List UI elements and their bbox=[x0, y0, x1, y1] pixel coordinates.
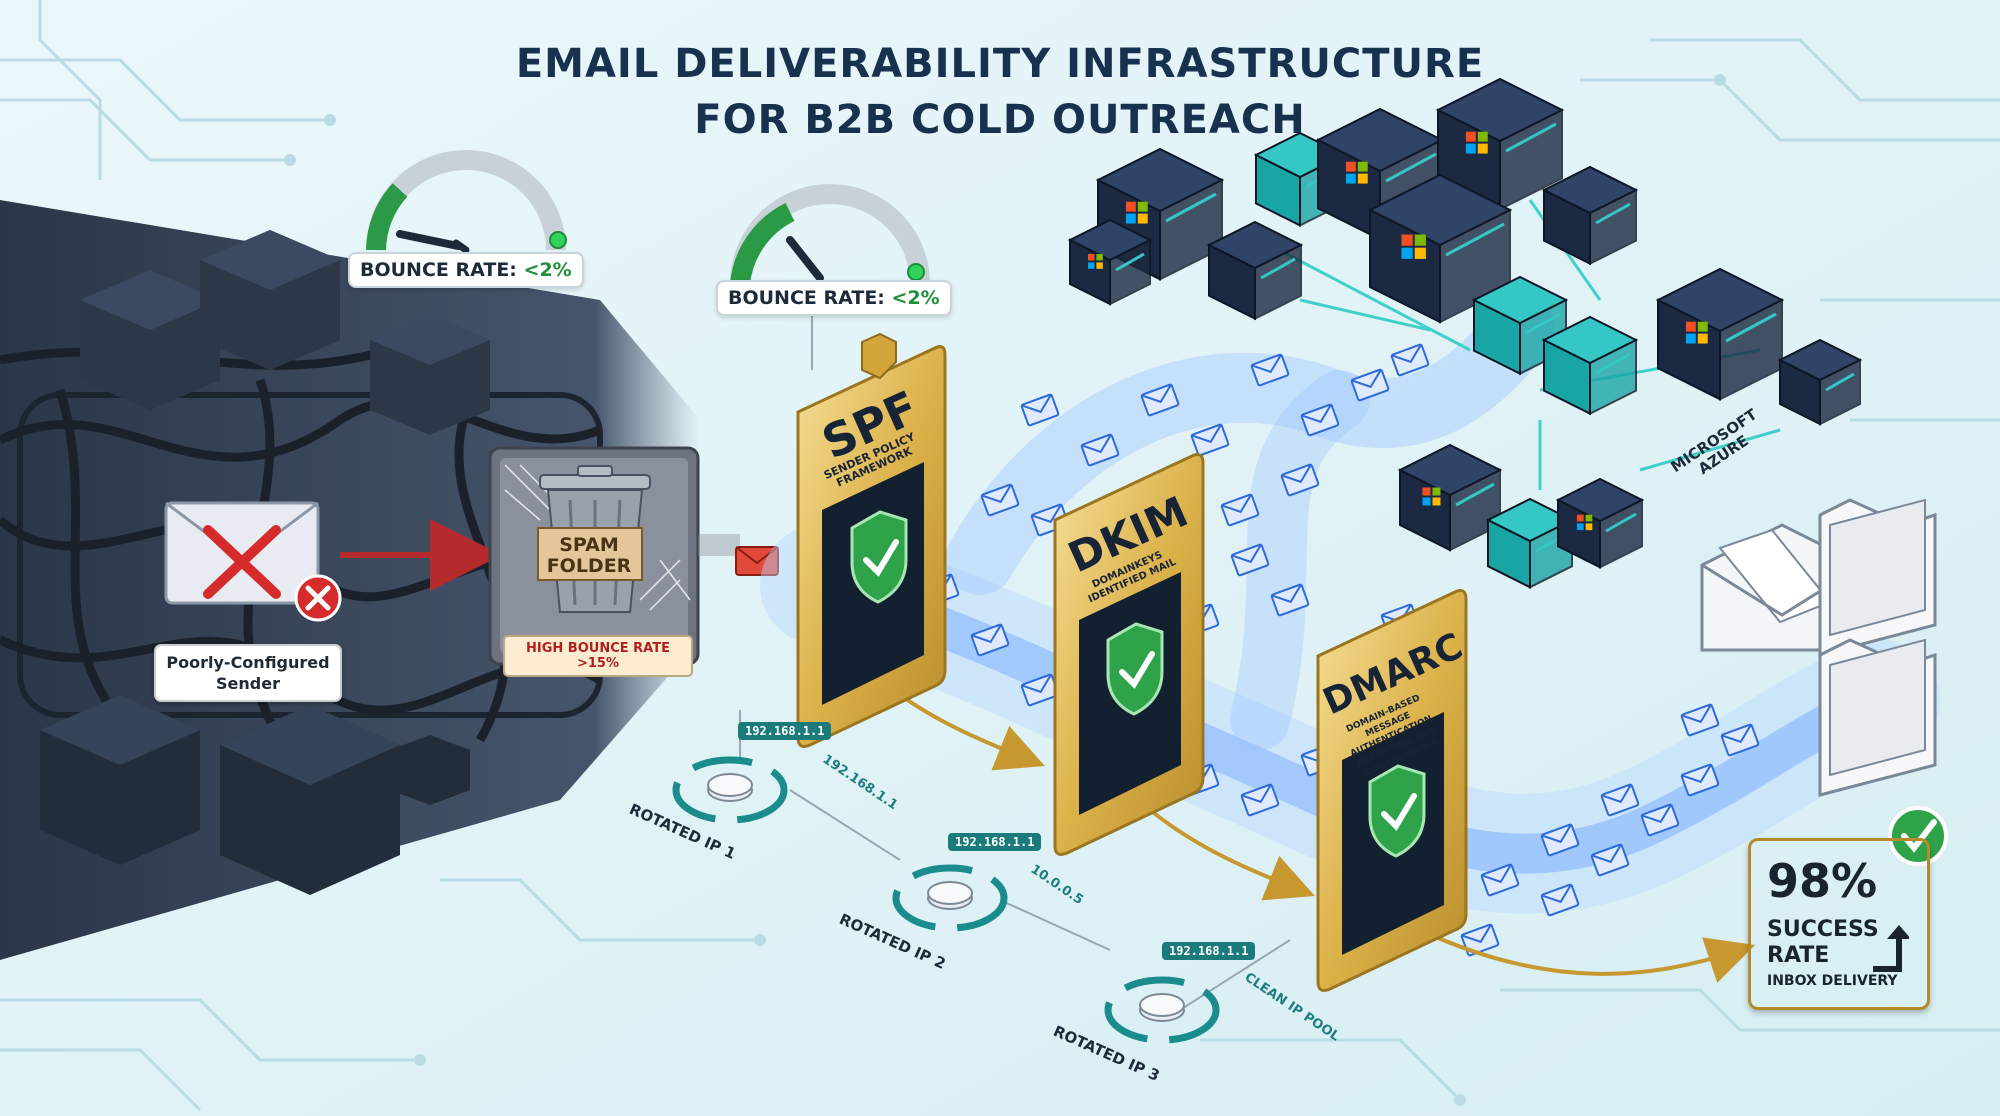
ip-tag-3: 192.168.1.1 bbox=[1162, 942, 1256, 960]
folder-stack-icon bbox=[1818, 498, 1937, 657]
flow-envelope-icon bbox=[1280, 463, 1320, 497]
bounce-rate-label: BOUNCE RATE: bbox=[728, 287, 885, 309]
azure-server bbox=[1206, 220, 1304, 321]
flow-envelope-icon bbox=[1020, 393, 1060, 427]
flow-envelope-icon bbox=[1600, 783, 1640, 817]
title-line-2: FOR B2B COLD OUTREACH bbox=[694, 97, 1306, 143]
azure-server bbox=[1655, 267, 1785, 401]
up-arrow-icon bbox=[1873, 925, 1909, 972]
windows-logo-icon bbox=[1125, 201, 1148, 224]
bounce-gauge-1 bbox=[366, 150, 567, 254]
flow-envelope-icon bbox=[980, 483, 1020, 517]
high-bounce-label: HIGH BOUNCE RATE >15% bbox=[503, 635, 693, 677]
ip-tag-2: 192.168.1.1 bbox=[948, 833, 1042, 851]
windows-logo-icon bbox=[1345, 161, 1368, 184]
azure-server bbox=[1541, 315, 1639, 416]
flow-envelope-icon bbox=[1460, 923, 1500, 957]
flow-envelope-icon bbox=[1230, 543, 1270, 577]
flow-envelope-icon bbox=[1590, 843, 1630, 877]
azure-server bbox=[1315, 107, 1445, 241]
flow-envelope-icon bbox=[1300, 403, 1340, 437]
shield-check-icon bbox=[850, 510, 908, 604]
success-rate-card: 98% SUCCESS RATE INBOX DELIVERY bbox=[1748, 838, 1930, 1010]
success-label-line-1: SUCCESS bbox=[1767, 917, 1879, 942]
windows-logo-icon bbox=[1685, 321, 1708, 344]
flow-envelope-icon bbox=[1220, 493, 1260, 527]
flow-envelope-icon bbox=[1680, 763, 1720, 797]
spam-folder-label: SPAM FOLDER bbox=[546, 534, 632, 577]
flow-envelope-icon bbox=[1240, 783, 1280, 817]
flow-envelope-icon bbox=[970, 623, 1010, 657]
bounce-rate-badge-1: BOUNCE RATE: <2% bbox=[348, 252, 584, 288]
flow-envelope-icon bbox=[1270, 583, 1310, 617]
azure-server bbox=[1367, 173, 1513, 324]
circuit-nodes bbox=[284, 74, 1726, 1106]
red-envelope-icon bbox=[698, 534, 779, 576]
windows-logo-icon bbox=[1088, 254, 1103, 269]
azure-servers bbox=[1067, 77, 1863, 589]
success-label: SUCCESS RATE bbox=[1767, 917, 1879, 969]
windows-logo-icon bbox=[1422, 487, 1441, 506]
ip-rotation-rings bbox=[672, 756, 1220, 1044]
sender-label: Poorly-Configured Sender bbox=[154, 644, 342, 702]
flow-envelope-icon bbox=[1190, 423, 1230, 457]
flow-envelope-icon bbox=[1250, 353, 1290, 387]
azure-server bbox=[1541, 165, 1639, 266]
shield-check-icon bbox=[1368, 764, 1426, 858]
azure-server bbox=[1777, 338, 1863, 426]
dark-cubes bbox=[40, 230, 490, 895]
trash-can-icon bbox=[537, 465, 651, 613]
shield-check-icon bbox=[1106, 622, 1164, 716]
folder-stack-icon bbox=[1818, 638, 1937, 797]
bounce-rate-value: <2% bbox=[523, 259, 572, 281]
windows-logo-icon bbox=[1576, 514, 1593, 531]
flow-envelope-icon bbox=[1080, 433, 1120, 467]
windows-logo-icon bbox=[1401, 234, 1426, 259]
flow-envelope-icon bbox=[1640, 803, 1680, 837]
windows-logo-icon bbox=[1465, 131, 1488, 154]
broken-envelope-icon bbox=[164, 501, 320, 605]
success-label-line-2: RATE bbox=[1767, 943, 1830, 968]
flow-envelope-icon bbox=[1540, 883, 1580, 917]
flow-envelope-icon bbox=[1390, 343, 1430, 377]
flow-envelope-icon bbox=[1720, 723, 1760, 757]
bounce-rate-badge-2: BOUNCE RATE: <2% bbox=[716, 280, 952, 316]
ip-rotation-links bbox=[739, 710, 1291, 1011]
page-title: EMAIL DELIVERABILITY INFRASTRUCTURE FOR … bbox=[0, 36, 2000, 148]
flow-envelope-icon bbox=[1540, 823, 1580, 857]
ip-tag-1: 192.168.1.1 bbox=[738, 722, 832, 740]
ip-rotation-ring bbox=[892, 864, 1008, 932]
azure-server bbox=[1555, 477, 1645, 569]
success-caption: INBOX DELIVERY bbox=[1767, 973, 1898, 989]
azure-server bbox=[1435, 77, 1565, 211]
ip-rotation-ring bbox=[672, 756, 788, 824]
bounce-gauge-2 bbox=[730, 184, 930, 286]
flow-envelope-icon bbox=[1480, 863, 1520, 897]
bounce-rate-value: <2% bbox=[891, 287, 940, 309]
bounce-rate-label: BOUNCE RATE: bbox=[360, 259, 517, 281]
azure-server bbox=[1067, 218, 1153, 306]
flow-envelope-icon bbox=[1350, 368, 1390, 402]
flow-envelope-icon bbox=[1680, 703, 1720, 737]
title-line-1: EMAIL DELIVERABILITY INFRASTRUCTURE bbox=[515, 41, 1485, 87]
ip-rotation-ring bbox=[1104, 976, 1220, 1044]
azure-server bbox=[1485, 497, 1575, 589]
success-percent: 98% bbox=[1767, 854, 1878, 908]
flow-envelope-icon bbox=[1140, 383, 1180, 417]
red-x-icon bbox=[294, 574, 342, 622]
